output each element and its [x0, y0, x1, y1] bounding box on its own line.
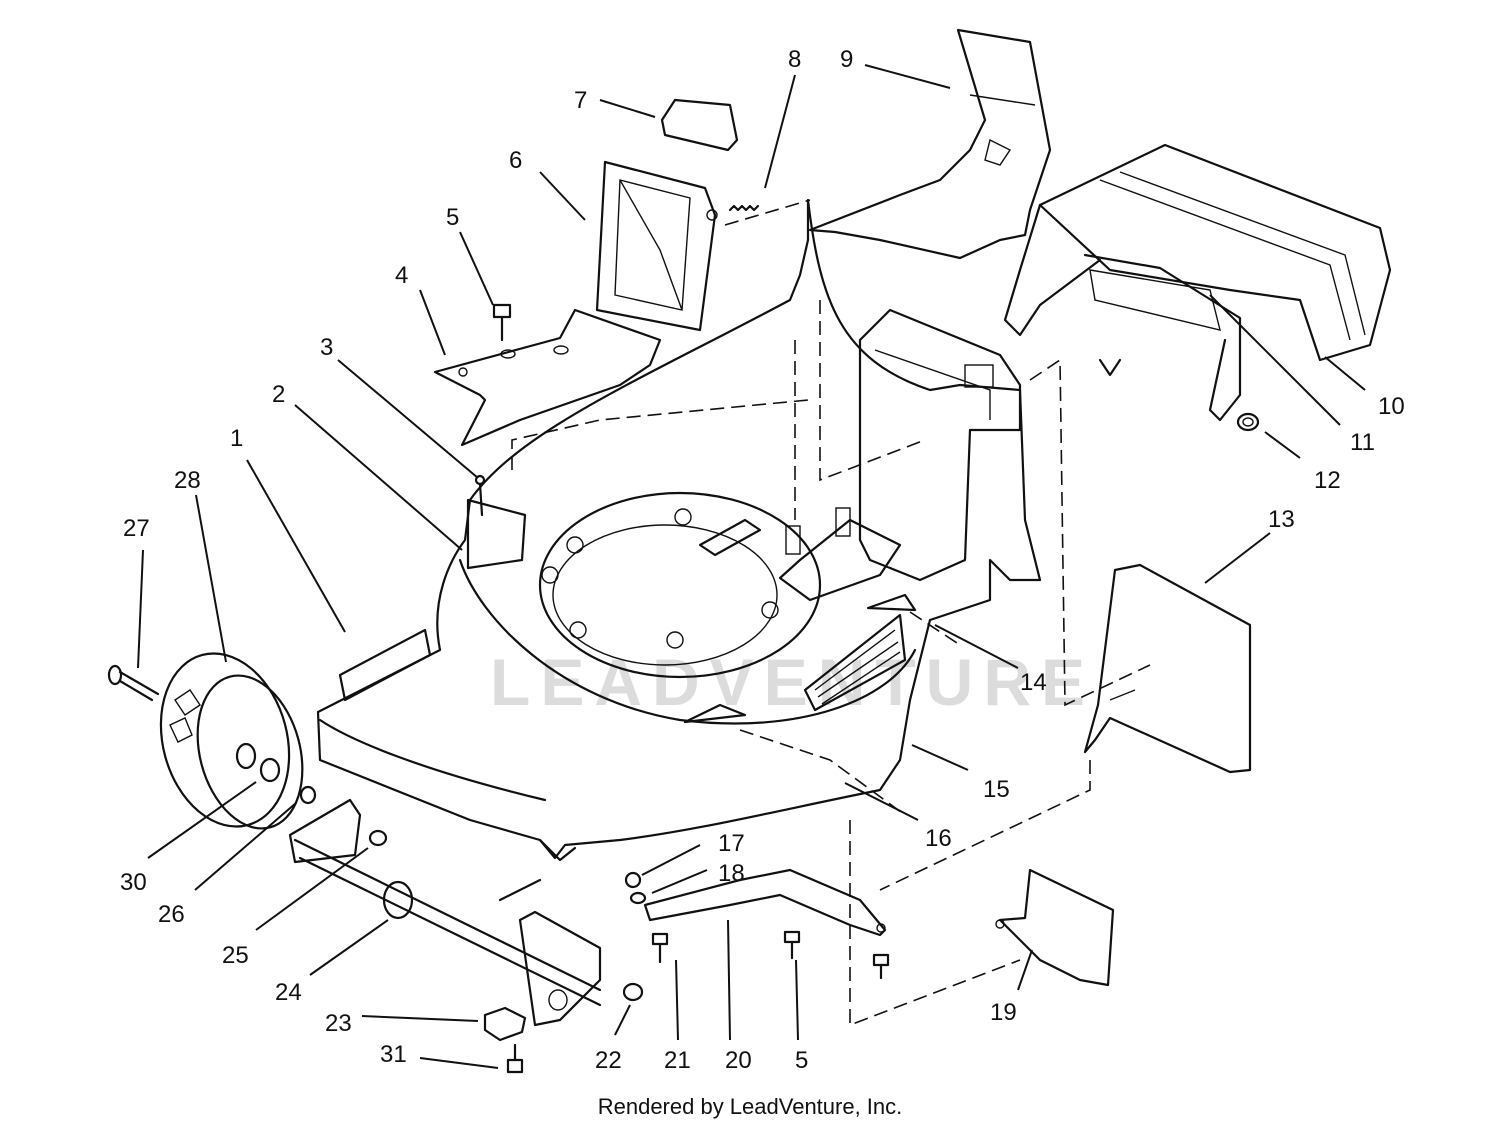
callout-24: 24 [275, 979, 302, 1006]
callout-6: 6 [509, 147, 522, 174]
callout-4: 4 [395, 262, 408, 289]
callout-2: 2 [272, 381, 285, 408]
callout-14: 14 [1020, 669, 1047, 696]
callout-27: 27 [123, 515, 150, 542]
bushing-30 [259, 757, 281, 783]
callout-31: 31 [380, 1041, 407, 1068]
baffle-plate-4 [433, 308, 662, 447]
callout-8: 8 [788, 46, 801, 73]
callout-30: 30 [120, 869, 147, 896]
leader-lines [137, 64, 1366, 1069]
axle-bar-20 [643, 868, 887, 937]
bolt-small [872, 953, 890, 980]
callout-21: 21 [664, 1047, 691, 1074]
callout-28: 28 [174, 467, 201, 494]
handle-bracket-9 [808, 28, 1052, 260]
nut-25 [368, 829, 388, 847]
callout-17: 17 [718, 830, 745, 857]
callout-labels: 1 2 3 4 5 6 7 8 9 10 11 12 13 14 15 16 1… [120, 46, 1405, 1074]
bolt-5-bottom [783, 930, 801, 960]
footer-credit: Rendered by LeadVenture, Inc. [597, 1094, 903, 1119]
callout-25: 25 [222, 942, 249, 969]
decal-2 [466, 498, 527, 570]
axle-24 [288, 798, 602, 1027]
wheel-28 [159, 652, 304, 830]
callout-12: 12 [1314, 467, 1341, 494]
watermark-text: LEADVENTURE [490, 645, 1095, 719]
callout-18: 18 [718, 860, 745, 887]
callout-11: 11 [1350, 429, 1375, 456]
shield-13 [1083, 563, 1252, 774]
callout-19: 19 [990, 999, 1017, 1026]
cover-19 [998, 868, 1115, 987]
callout-16: 16 [925, 825, 952, 852]
nut-12 [1236, 412, 1260, 432]
grass-bag-10 [1003, 143, 1392, 422]
callout-5-top: 5 [446, 204, 459, 231]
nut-17 [624, 871, 642, 889]
callout-1: 1 [230, 425, 243, 452]
screw-31 [506, 1043, 524, 1074]
callout-3: 3 [320, 334, 333, 361]
washer-26 [299, 785, 317, 805]
chute-door-6 [595, 160, 718, 332]
bolt-21 [651, 932, 669, 964]
bushing-22 [622, 982, 644, 1002]
callout-23: 23 [325, 1010, 352, 1037]
callout-20: 20 [725, 1047, 752, 1074]
callout-26: 26 [158, 901, 185, 928]
clip-23 [483, 1006, 527, 1042]
spring-8 [728, 204, 760, 212]
phantom-lines [511, 199, 1151, 1027]
bolt-5-top [492, 303, 512, 342]
screw-3 [474, 474, 486, 517]
callout-5-bottom: 5 [795, 1047, 808, 1074]
bolt-27 [107, 664, 160, 702]
callout-22: 22 [595, 1047, 622, 1074]
callout-15: 15 [983, 776, 1010, 803]
callout-13: 13 [1268, 506, 1295, 533]
washer-18 [629, 891, 647, 905]
callout-7: 7 [574, 87, 587, 114]
callout-10: 10 [1378, 393, 1405, 420]
mower-deck [316, 198, 1042, 862]
latch-7 [660, 98, 739, 152]
callout-9: 9 [840, 46, 853, 73]
